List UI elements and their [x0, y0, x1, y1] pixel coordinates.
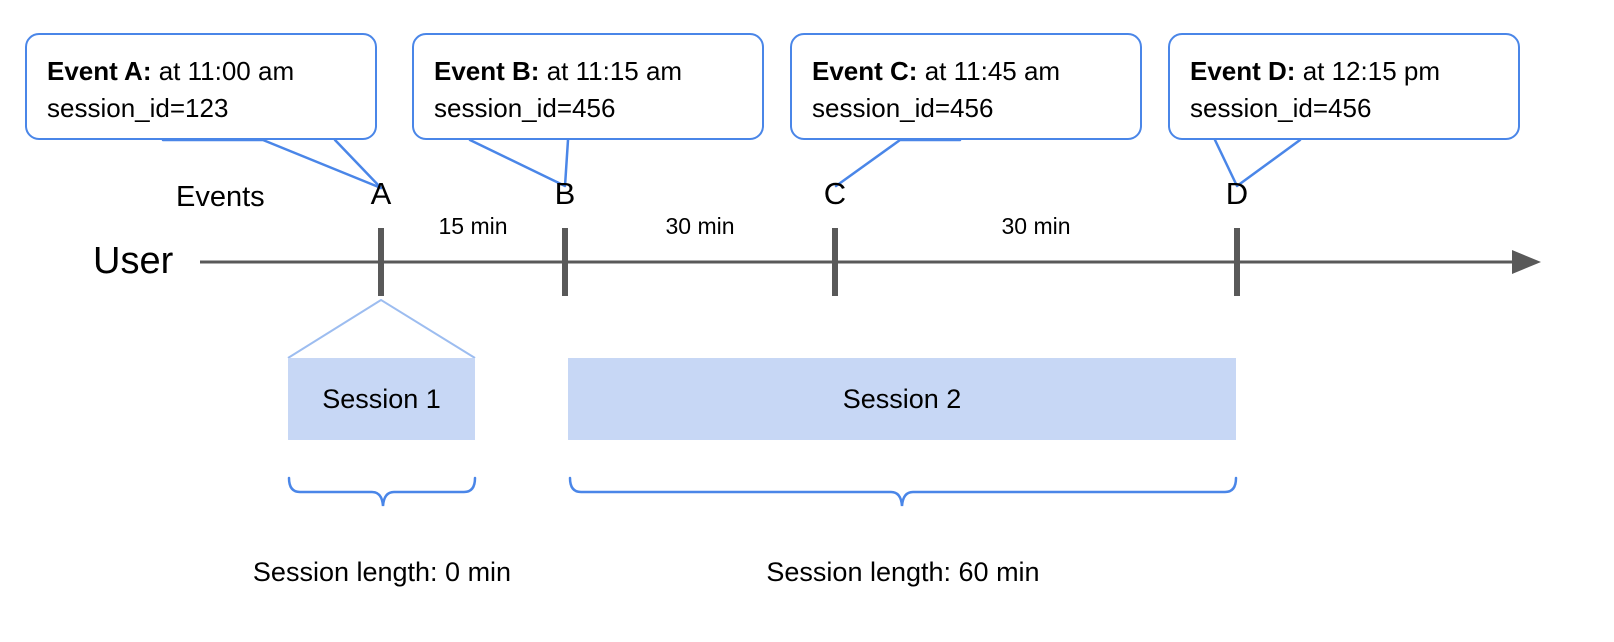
session-1-length-label: Session length: 0 min [252, 557, 512, 587]
callout-d-line1: Event D: at 12:15 pm [1190, 53, 1498, 90]
session-bar-2-label: Session 2 [842, 383, 962, 414]
timeline-arrowhead [1512, 250, 1541, 274]
callout-b-detail: at 11:15 am [539, 56, 683, 86]
event-label-b: B [554, 176, 576, 211]
gap-label-a-b: 15 min [438, 213, 508, 239]
callout-b-line1: Event B: at 11:15 am [434, 53, 742, 90]
callout-tail-a2 [333, 138, 383, 190]
callout-b-name: Event B: [434, 56, 540, 86]
callout-a-detail: at 11:00 am [151, 56, 295, 86]
event-label-a: A [370, 176, 392, 211]
callout-d-detail: at 12:15 pm [1295, 56, 1441, 86]
callout-b-line2: session_id=456 [434, 92, 616, 123]
row-label-user: User [93, 240, 174, 282]
row-label-events: Events [176, 181, 265, 213]
session2-brace [568, 476, 1238, 507]
callout-c-line2: session_id=456 [812, 92, 994, 123]
callout-d-name: Event D: [1190, 56, 1296, 86]
callout-event-c: Event C: at 11:45 am session_id=456 [790, 33, 1142, 140]
callout-tail-b [468, 138, 570, 188]
session-bar-2: Session 2 [568, 358, 1236, 440]
callout-c-name: Event C: [812, 56, 918, 86]
gap-label-b-c: 30 min [665, 213, 735, 239]
callout-event-a: Event A: at 11:00 am session_id=123 [25, 33, 377, 140]
callout-tail-a [161, 138, 383, 190]
callout-a-line1: Event A: at 11:00 am [47, 53, 355, 90]
session1-brace [287, 476, 477, 507]
callout-event-b: Event B: at 11:15 am session_id=456 [412, 33, 764, 140]
callout-c-line1: Event C: at 11:45 am [812, 53, 1120, 90]
session-2-length-label: Session length: 60 min [766, 557, 1040, 587]
event-label-c: C [823, 176, 847, 211]
event-label-d: D [1225, 176, 1249, 211]
session-bar-1: Session 1 [288, 358, 475, 440]
callout-tail-c [834, 138, 962, 188]
session-bar-1-label: Session 1 [322, 383, 441, 414]
callout-c-detail: at 11:45 am [917, 56, 1061, 86]
callout-tail-d [1213, 138, 1302, 188]
callout-event-d: Event D: at 12:15 pm session_id=456 [1168, 33, 1520, 140]
session1-guide-lines [287, 299, 476, 359]
callout-a-name: Event A: [47, 56, 152, 86]
callout-a-line2: session_id=123 [47, 92, 229, 123]
callout-d-line2: session_id=456 [1190, 92, 1372, 123]
gap-label-c-d: 30 min [1001, 213, 1071, 239]
